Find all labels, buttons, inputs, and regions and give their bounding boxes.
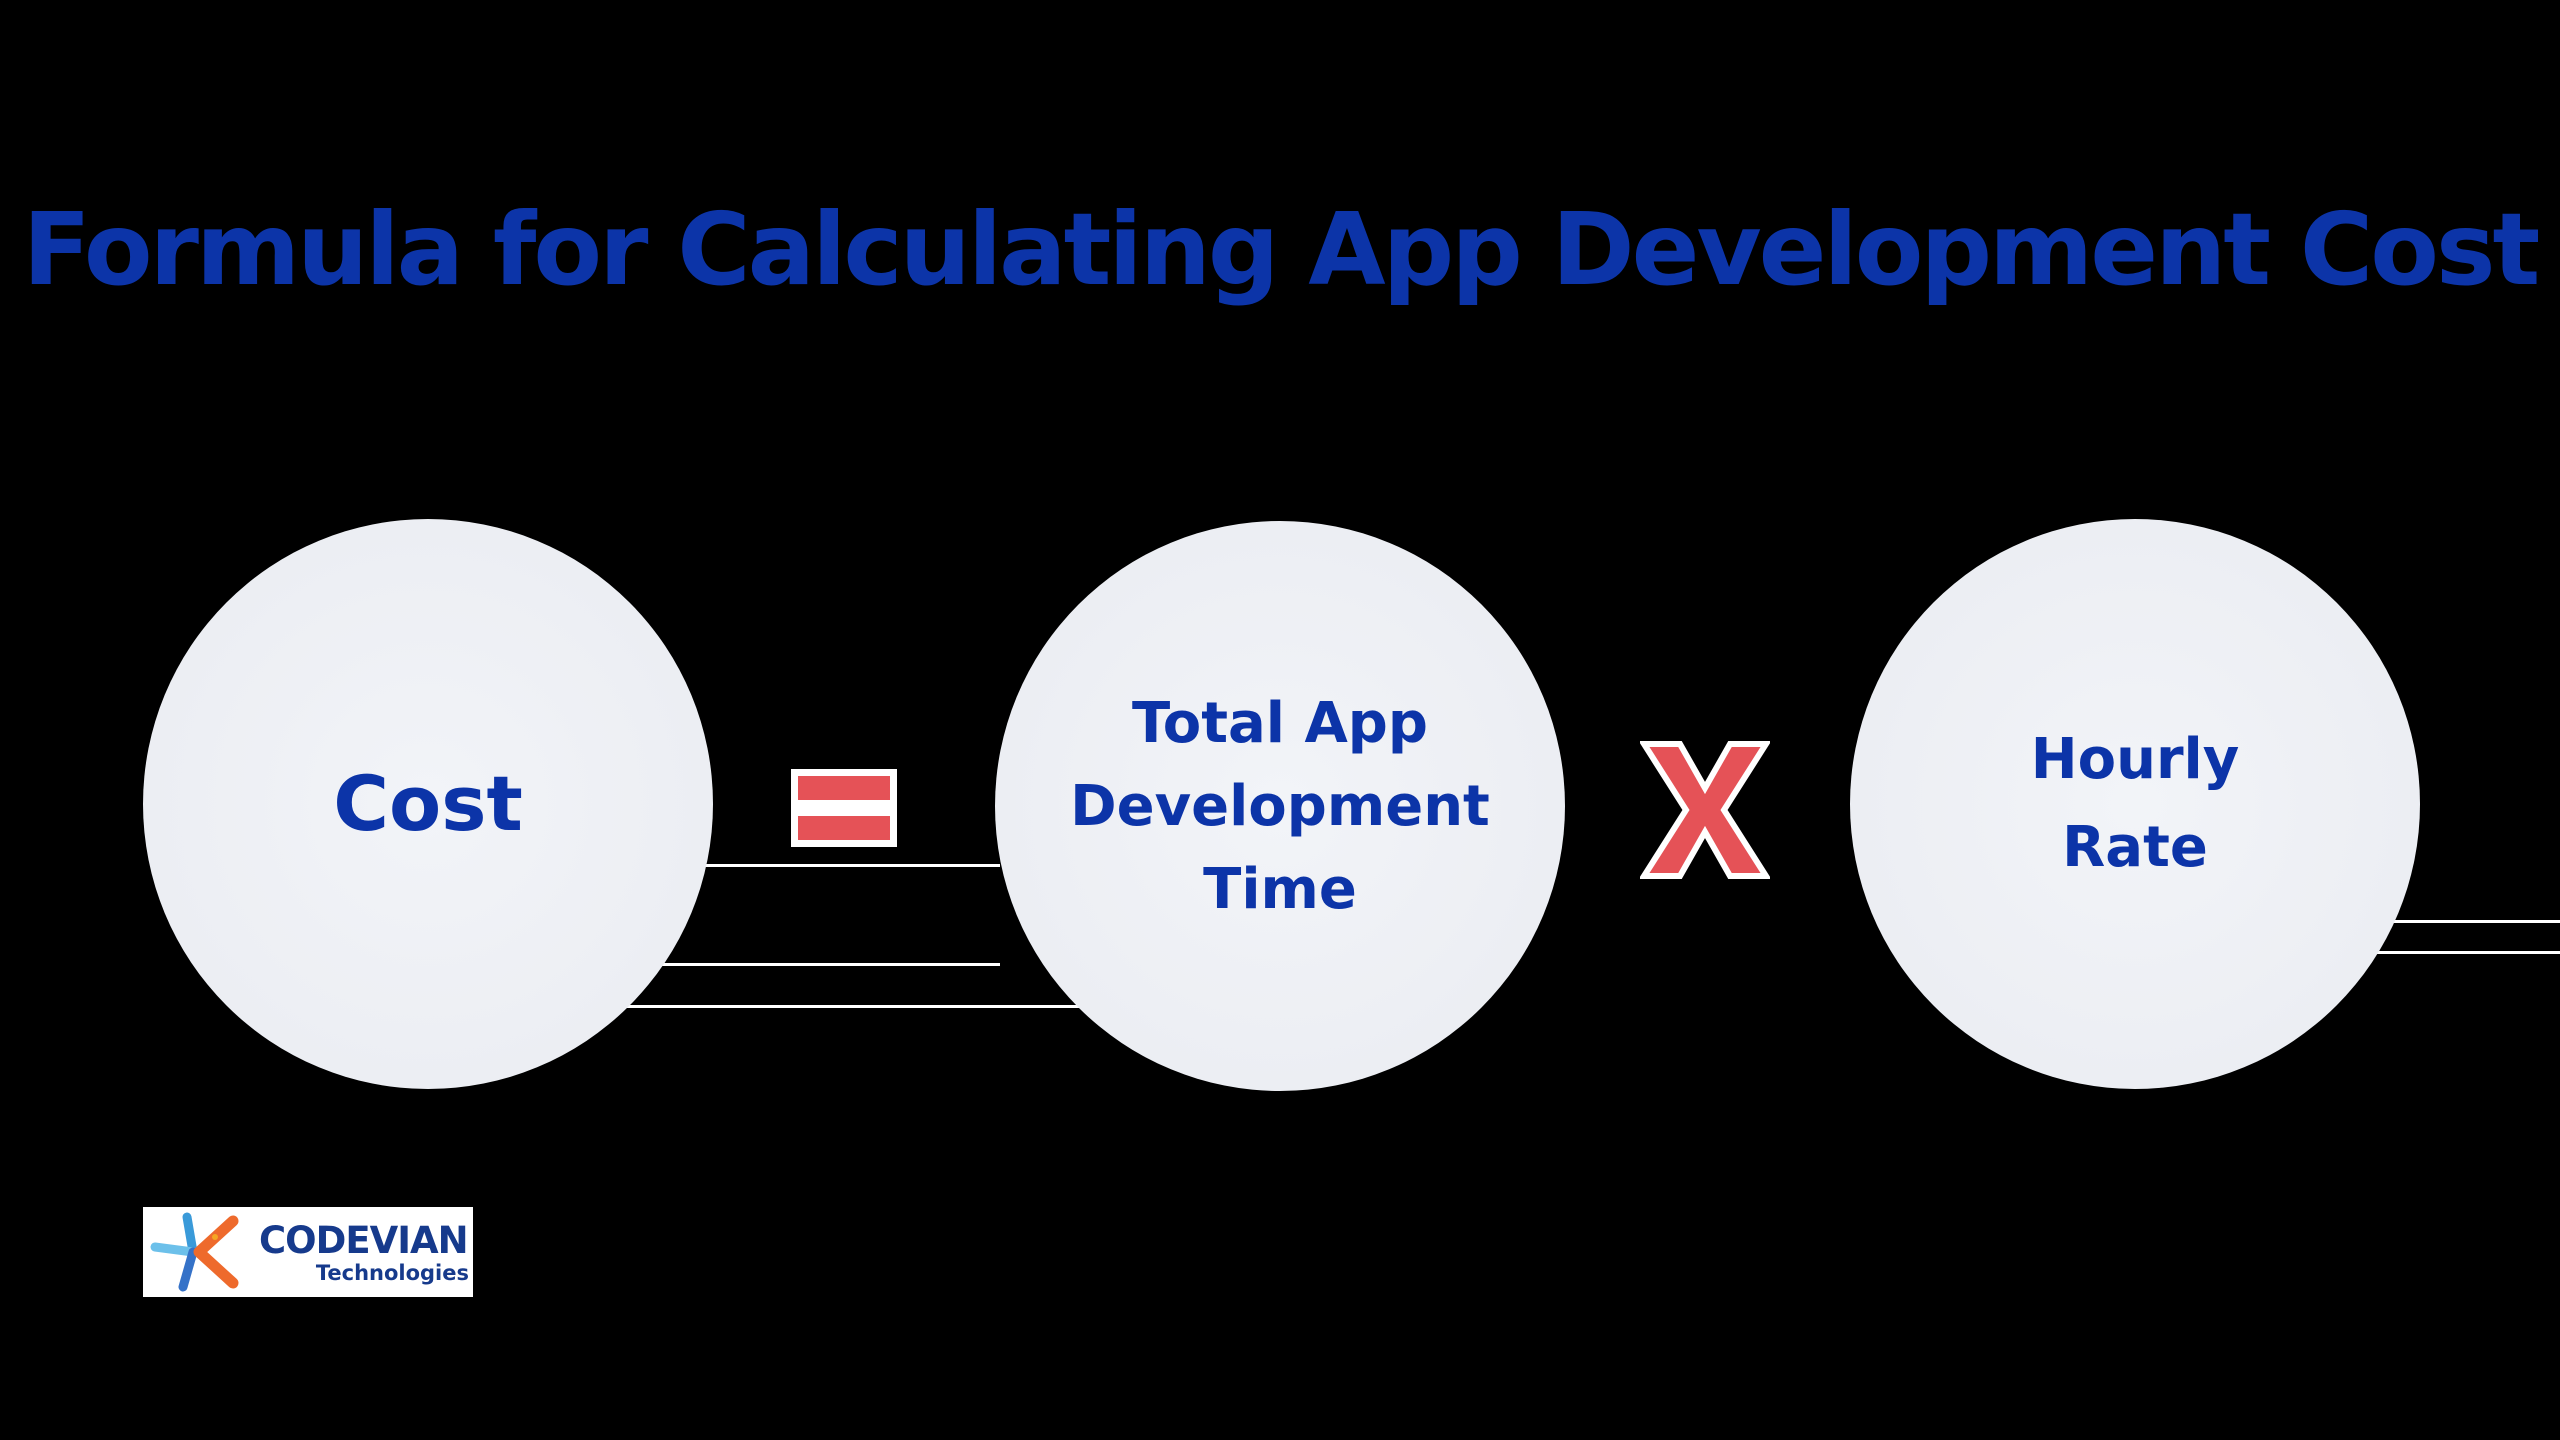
connector-line	[2340, 951, 2560, 954]
equals-sign-icon	[791, 769, 897, 847]
cost-label: Cost	[333, 759, 523, 848]
multiply-x-icon	[1640, 741, 1770, 879]
connector-line	[690, 864, 1000, 867]
equals-bar-top	[798, 776, 890, 800]
connector-line	[640, 963, 1000, 966]
connector-line	[2380, 920, 2560, 923]
hourly-rate-label: Hourly Rate	[2030, 727, 2240, 880]
hourly-rate-circle: Hourly Rate	[1850, 519, 2420, 1089]
connector-line	[620, 1005, 1090, 1008]
codevian-star-icon	[150, 1212, 239, 1292]
codevian-logo: CODEVIAN Technologies	[143, 1207, 473, 1297]
logo-name: CODEVIAN	[259, 1219, 469, 1262]
equals-bar-bottom	[798, 816, 890, 840]
logo-subtitle: Technologies	[315, 1261, 469, 1285]
development-time-label: Total App Development Time	[1070, 690, 1490, 922]
page-title: Formula for Calculating App Development …	[22, 191, 2541, 308]
cost-circle: Cost	[143, 519, 713, 1089]
development-time-circle: Total App Development Time	[995, 521, 1565, 1091]
